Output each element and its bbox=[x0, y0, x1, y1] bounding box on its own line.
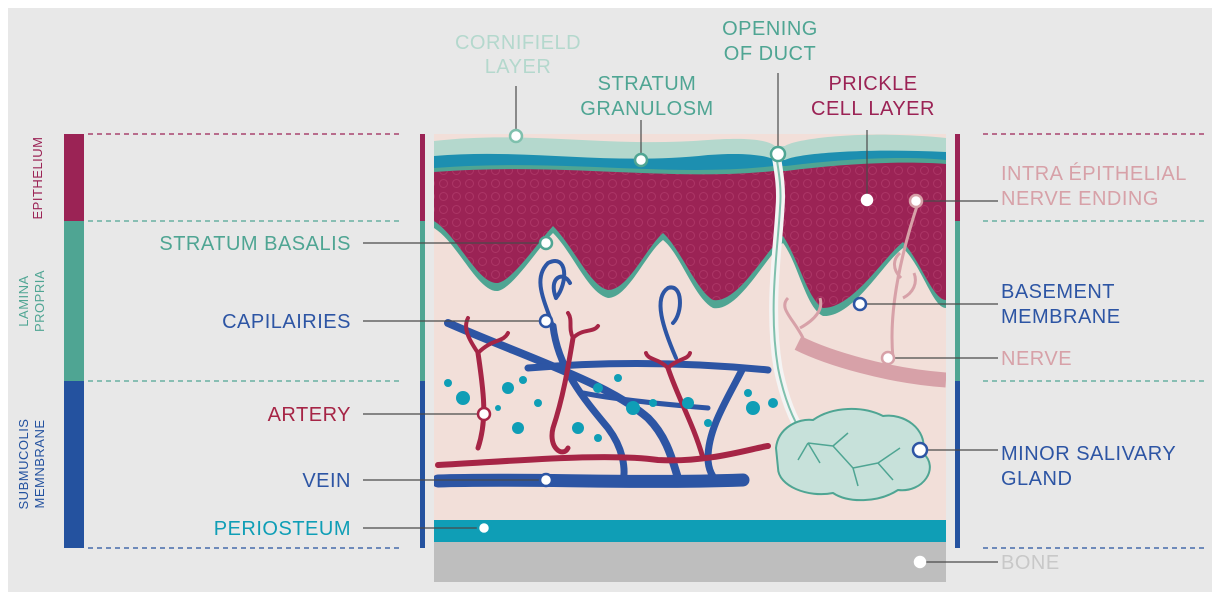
submucosa-layer-label-line1: SUBMUCOLIS bbox=[16, 419, 31, 510]
basement-pointer bbox=[854, 298, 866, 310]
inner-submucosa-bar-left bbox=[420, 381, 425, 548]
prickle-label-line2: CELL LAYER bbox=[811, 98, 935, 120]
diagram-canvas: EPITHELIUM LAMINA PROPRIA SUBMUCOLIS MEM… bbox=[8, 8, 1212, 592]
basalis-pointer bbox=[540, 237, 552, 249]
cornified-pointer bbox=[510, 130, 522, 142]
basement-label-line2: MEMBRANE bbox=[1001, 306, 1121, 328]
nerve-pointer bbox=[882, 352, 894, 364]
vein-pointer bbox=[540, 474, 552, 486]
intra-nerve-label-line2: NERVE ENDING bbox=[1001, 188, 1159, 210]
lamina-layer-label-line1: LAMINA bbox=[16, 275, 31, 326]
oral-mucosa-diagram: EPITHELIUM LAMINA PROPRIA SUBMUCOLIS MEM… bbox=[8, 8, 1212, 592]
periosteum-label: PERIOSTEUM bbox=[214, 518, 351, 540]
capillaries-label: CAPILAIRIES bbox=[222, 311, 351, 333]
salivary-gland bbox=[776, 409, 930, 500]
bone-layer bbox=[434, 540, 946, 585]
inner-lamina-bar-left bbox=[420, 221, 425, 381]
capillaries-pointer bbox=[540, 315, 552, 327]
cornified-label-line2: LAYER bbox=[485, 56, 552, 78]
salivary-pointer bbox=[913, 443, 927, 457]
lamina-propria-bar bbox=[64, 221, 84, 381]
artery-pointer bbox=[478, 408, 490, 420]
salivary-label-line1: MINOR SALIVARY bbox=[1001, 443, 1176, 465]
periosteum-pointer bbox=[478, 522, 490, 534]
duct-label-line1: OPENING bbox=[722, 18, 818, 40]
prickle-label-line1: PRICKLE bbox=[828, 73, 917, 95]
artery-label: ARTERY bbox=[268, 404, 351, 426]
bone-pointer bbox=[915, 557, 925, 567]
basement-label-line1: BASEMENT bbox=[1001, 281, 1115, 303]
submucosa-layer-label-line2: MEMNBRANE bbox=[32, 419, 47, 508]
inner-lamina-bar-right bbox=[955, 221, 960, 381]
prickle-pointer bbox=[862, 195, 872, 205]
bone-label: BONE bbox=[1001, 552, 1060, 574]
granulosum-pointer bbox=[635, 154, 647, 166]
salivary-label-line2: GLAND bbox=[1001, 468, 1072, 490]
submucosa-bar bbox=[64, 381, 84, 548]
nerve-label: NERVE bbox=[1001, 348, 1072, 370]
duct-label-line2: OF DUCT bbox=[724, 43, 816, 65]
inner-submucosa-bar-right bbox=[955, 381, 960, 548]
inner-epithelium-bar-left bbox=[420, 134, 425, 221]
cornified-label-line1: CORNIFIELD bbox=[455, 32, 581, 54]
vein-label: VEIN bbox=[302, 470, 351, 492]
inner-epithelium-bar-right bbox=[955, 134, 960, 221]
basalis-label: STRATUM BASALIS bbox=[159, 233, 351, 255]
epithelium-layer-label: EPITHELIUM bbox=[30, 136, 45, 219]
intra-nerve-pointer bbox=[910, 195, 922, 207]
epithelium-bar bbox=[64, 134, 84, 221]
periosteum-layer bbox=[434, 520, 946, 542]
granulosum-label-line2: GRANULOSM bbox=[580, 98, 713, 120]
lamina-layer-label-line2: PROPRIA bbox=[32, 270, 47, 332]
duct-pointer bbox=[771, 147, 785, 161]
intra-nerve-label-line1: INTRA ÉPITHELIAL bbox=[1001, 162, 1187, 185]
granulosum-label-line1: STRATUM bbox=[598, 73, 697, 95]
